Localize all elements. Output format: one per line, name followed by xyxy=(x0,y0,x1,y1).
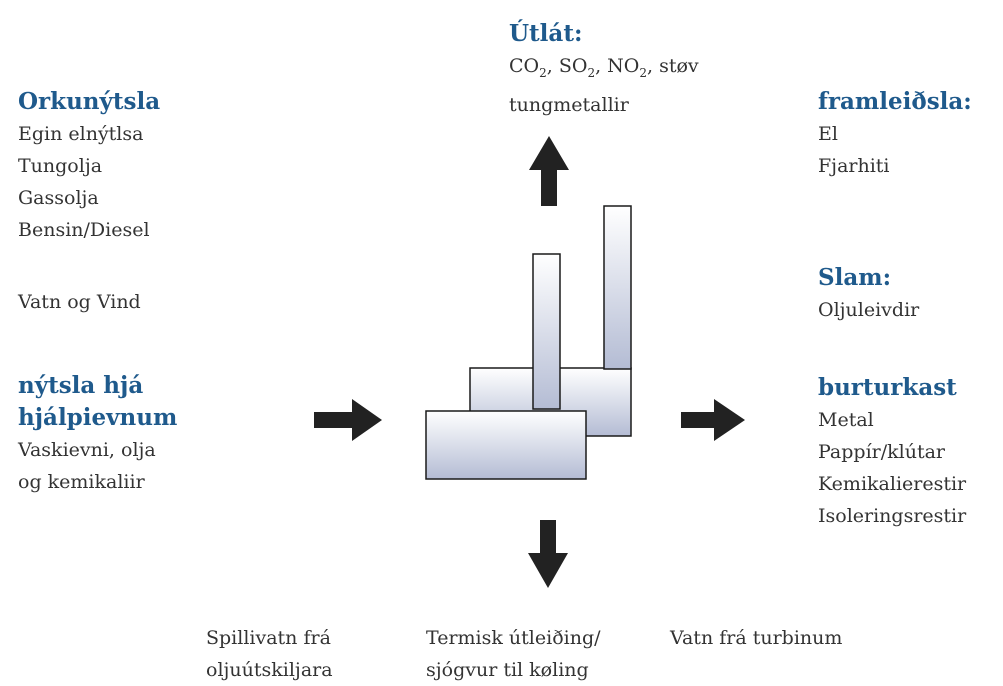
production-block: framleiðsla: El Fjarhiti xyxy=(818,86,972,182)
production-item: El xyxy=(818,123,838,145)
emission-so-subscript: 2 xyxy=(587,65,596,80)
sludge-block: Slam: Oljuleivdir xyxy=(818,262,919,326)
thermal-discharge-line-1: Termisk útleiðing/ xyxy=(426,627,601,649)
energy-item: Tungolja xyxy=(18,155,103,177)
auxiliary-heading-line-2: hjálpievnum xyxy=(18,404,178,431)
thermal-discharge-line-2: sjógvur til køling xyxy=(426,659,589,681)
emission-no: , NO xyxy=(595,55,640,77)
waste-item: Isoleringsrestir xyxy=(818,505,967,527)
oily-water-line-1: Spillivatn frá xyxy=(206,627,331,649)
bottom-col-3: Vatn frá turbinum xyxy=(670,622,842,654)
emissions-line: CO2, SO2, NO2, støv xyxy=(509,50,699,89)
energy-item: Egin elnýtlsa xyxy=(18,123,144,145)
outputs-heading: Útlát: xyxy=(509,20,583,47)
emission-co: CO xyxy=(509,55,540,77)
waste-item: Kemikalierestir xyxy=(818,473,967,495)
sludge-item: Oljuleivdir xyxy=(818,299,920,321)
waste-block: burturkast Metal Pappír/klútar Kemikalie… xyxy=(818,372,966,532)
power-plant-icon xyxy=(425,205,632,480)
bottom-col-1: Spillivatn frá oljuútskiljara xyxy=(206,622,333,686)
waste-item: Metal xyxy=(818,409,874,431)
emissions-line-2: tungmetallir xyxy=(509,93,629,116)
energy-extra: Vatn og Vind xyxy=(18,291,141,313)
arrow-down-icon xyxy=(528,520,568,588)
bottom-col-2: Termisk útleiðing/ sjógvur til køling xyxy=(426,622,601,686)
energy-item: Gassolja xyxy=(18,187,99,209)
waste-item: Pappír/klútar xyxy=(818,441,946,463)
arrow-right-in-icon xyxy=(314,399,382,441)
emission-so: , SO xyxy=(546,55,588,77)
waste-heading: burturkast xyxy=(818,374,957,401)
production-heading: framleiðsla: xyxy=(818,88,972,115)
auxiliary-item: og kemikaliir xyxy=(18,471,145,493)
auxiliary-heading-line-1: nýtsla hjá xyxy=(18,372,144,399)
auxiliary-item: Vaskievni, olja xyxy=(18,439,156,461)
production-item: Fjarhiti xyxy=(818,155,890,177)
auxiliary-block: nýtsla hjá hjálpievnum Vaskievni, olja o… xyxy=(18,370,177,498)
emission-co-subscript: 2 xyxy=(539,65,547,80)
energy-heading: Orkunýtsla xyxy=(18,88,161,115)
arrow-right-out-icon xyxy=(681,399,745,441)
emission-no-subscript: 2 xyxy=(639,65,647,80)
arrow-up-icon xyxy=(529,136,569,206)
oily-water-line-2: oljuútskiljara xyxy=(206,659,333,681)
energy-item: Bensin/Diesel xyxy=(18,219,150,241)
emission-dust: , støv xyxy=(647,55,699,77)
sludge-heading: Slam: xyxy=(818,264,892,291)
turbine-water-line: Vatn frá turbinum xyxy=(670,627,843,649)
outputs-block: Útlát: CO2, SO2, NO2, støv tungmetallir xyxy=(509,18,699,121)
energy-block: Orkunýtsla Egin elnýtlsa Tungolja Gassol… xyxy=(18,86,160,246)
